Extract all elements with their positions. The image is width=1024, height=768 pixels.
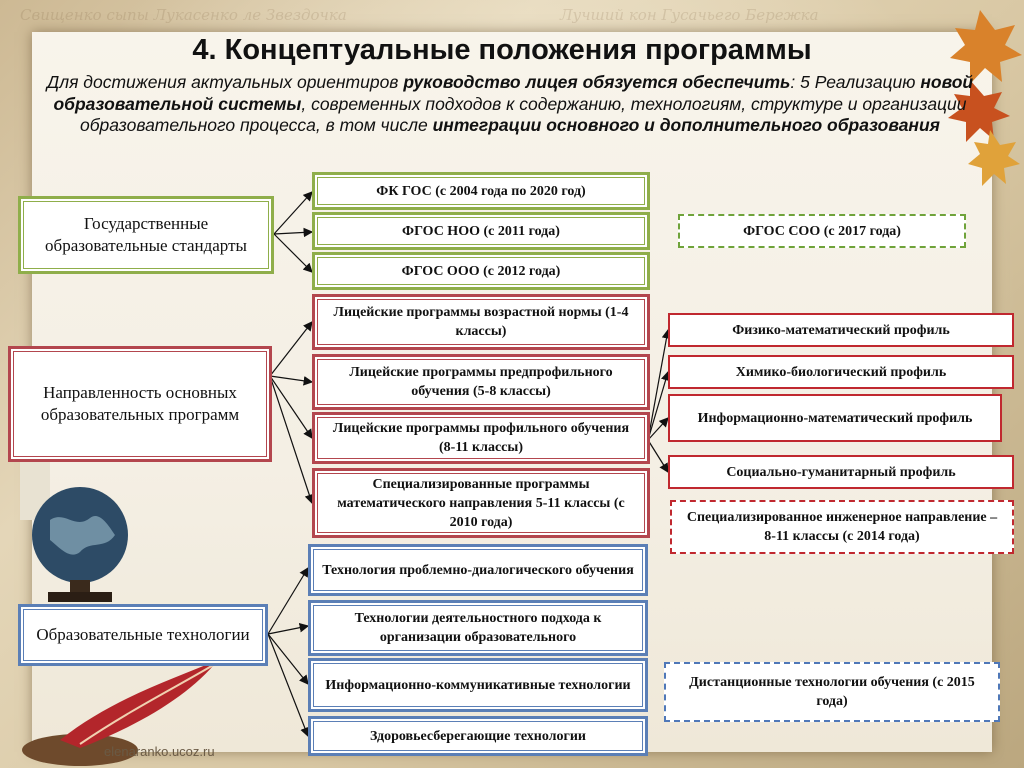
footer-site: elenaranko.ucoz.ru bbox=[104, 744, 215, 759]
autumn-leaves-decoration bbox=[948, 10, 1022, 186]
program-item: Лицейские программы предпрофильного обуч… bbox=[312, 354, 650, 410]
page-subtitle: Для достижения актуальных ориентиров рук… bbox=[46, 72, 974, 135]
background-handwriting: Свищенко сыпы Лукасенко ле Звездочка bbox=[20, 6, 347, 24]
programs-group-label: Направленность основных образовательных … bbox=[40, 383, 240, 424]
standards-group-box: Государственные образовательные стандарт… bbox=[18, 196, 274, 274]
program-item: Лицейские программы профильного обучения… bbox=[312, 412, 650, 464]
standard-item: ФГОС НОО (с 2011 года) bbox=[312, 212, 650, 250]
profile-item: Физико-математический профиль bbox=[668, 313, 1014, 347]
programs-group-box: Направленность основных образовательных … bbox=[8, 346, 272, 462]
technologies-group-label: Образовательные технологии bbox=[36, 625, 250, 644]
technology-item: Технология проблемно-диалогического обуч… bbox=[308, 544, 648, 596]
globe-decoration bbox=[20, 440, 128, 602]
technology-item: Технологии деятельностного подхода к орг… bbox=[308, 600, 648, 656]
program-item: Лицейские программы возрастной нормы (1-… bbox=[312, 294, 650, 350]
standards-group-label: Государственные образовательные стандарт… bbox=[45, 214, 247, 255]
profile-item: Информационно-математический профиль bbox=[668, 394, 1002, 442]
standard-item: ФГОС ООО (с 2012 года) bbox=[312, 252, 650, 290]
program-item: Специализированные программы математичес… bbox=[312, 468, 650, 538]
profile-item: Социально-гуманитарный профиль bbox=[668, 455, 1014, 489]
technology-item: Информационно-коммуникативные технологии bbox=[308, 658, 648, 712]
standard-extra-item: ФГОС СОО (с 2017 года) bbox=[678, 214, 966, 248]
programs-extra-item: Специализированное инженерное направлени… bbox=[670, 500, 1014, 554]
technologies-group-box: Образовательные технологии bbox=[18, 604, 268, 666]
technology-item: Здоровьесберегающие технологии bbox=[308, 716, 648, 756]
technologies-extra-item: Дистанционные технологии обучения (с 201… bbox=[664, 662, 1000, 722]
quill-decoration bbox=[22, 660, 218, 766]
page-title: 4. Концептуальные положения программы bbox=[192, 34, 812, 66]
standard-item: ФК ГОС (с 2004 года по 2020 год) bbox=[312, 172, 650, 210]
profile-item: Химико-биологический профиль bbox=[668, 355, 1014, 389]
background-handwriting: Лучший кон Гусачьего Бережка bbox=[560, 6, 819, 24]
